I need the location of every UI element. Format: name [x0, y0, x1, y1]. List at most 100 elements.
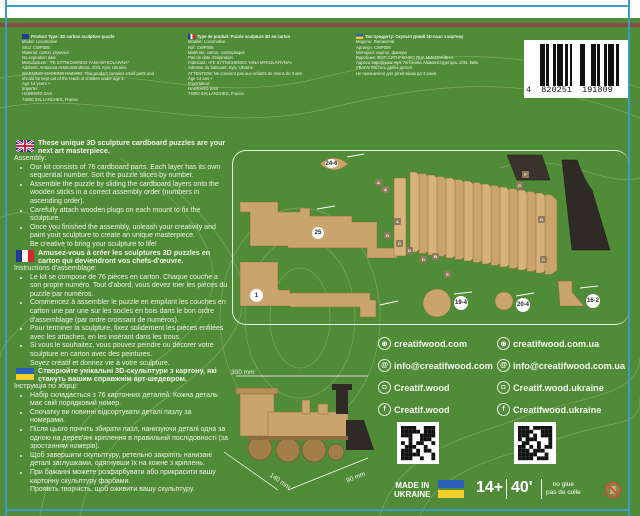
qr-code[interactable] [397, 422, 439, 464]
qr-module [408, 426, 413, 430]
qr-module [518, 456, 522, 461]
qr-module [548, 426, 553, 430]
instructions-en: These unique 3D sculpture cardboard puzz… [14, 139, 228, 250]
qr-module [408, 445, 413, 449]
instructions-ua: Створюйте унікальні 3D-скульптури з карт… [14, 367, 228, 495]
qr-module [427, 426, 432, 430]
instructions-fr: Amusez-vous à créer les sculptures 3D pu… [14, 249, 228, 368]
qr-module [533, 433, 537, 438]
closing-line: Soyez créatif et donnez vie à votre scul… [30, 359, 170, 367]
letter-label: E [444, 271, 451, 278]
qr-module [521, 429, 526, 434]
assembled-locomotive-image [223, 375, 374, 491]
die-cut-line [628, 0, 630, 516]
qr-module [408, 441, 413, 445]
qr-module [537, 441, 541, 445]
info-line: Address: Antonova Avtokonstruktora, 2/34… [22, 65, 127, 71]
qr-module [404, 456, 409, 461]
email-link[interactable]: @info@creatifwood.com [378, 359, 493, 372]
qr-code-pattern [518, 426, 553, 461]
qr-module [420, 441, 424, 445]
instruction-item: Once you finished the assembly, unleash … [30, 224, 228, 241]
barcode-bar [583, 44, 585, 86]
section-subtitle: Інструкція по збірці: [14, 383, 78, 390]
qr-module [431, 426, 436, 430]
qr-module [537, 456, 541, 461]
instruction-item: Si vous le souhaitez, vous pouvez peindr… [30, 342, 228, 359]
part-16-2 [557, 280, 585, 307]
barcode-bar [591, 44, 593, 86]
qr-module [404, 429, 409, 434]
contact-text: info@creatifwood.com [394, 360, 493, 371]
qr-module [401, 426, 405, 430]
die-cut-line [5, 509, 630, 511]
qr-module [416, 429, 420, 434]
qr-module [529, 437, 534, 442]
qr-module [521, 441, 526, 445]
section-title: These unique 3D sculpture cardboard puzz… [38, 138, 226, 155]
barcode-bar [609, 44, 612, 86]
divider [506, 479, 507, 499]
instruction-item: Щоб завершити скульптуру, ретельно закрі… [30, 452, 228, 469]
made-in-text: UKRAINE [394, 490, 431, 499]
info-line: Тип продукту: Скульптурний 3D-пазл з кар… [365, 34, 464, 39]
qr-code-pattern [401, 426, 436, 461]
qr-module [529, 429, 534, 434]
instruction-item: При бажанні можете розфарбувати або прик… [30, 469, 228, 486]
info-line: 74000 SALLANCHES, France [22, 96, 78, 102]
website-link[interactable]: ⊕creatifwood.com [378, 337, 467, 350]
part-label: 1 [250, 289, 263, 302]
barcode-bar [544, 44, 545, 86]
info-line: Type de produit: Puzzle sculpture 3D en … [197, 34, 291, 39]
qr-module [423, 426, 428, 430]
info-line: HABRARD SAS [22, 91, 53, 97]
barcode-bar [593, 44, 595, 86]
barcode-bar [597, 44, 600, 86]
part-19-4 [422, 288, 452, 318]
ukraine-flag-icon [16, 368, 34, 380]
website-link-ua[interactable]: ⊕creatifwood.com.ua [497, 337, 599, 350]
part-label: 25 [312, 227, 324, 239]
barcode-bar [546, 44, 549, 86]
qr-module [412, 429, 417, 434]
barcode: 4 820251 191809 [524, 40, 628, 98]
letter-label: G [516, 182, 523, 189]
no-glue-text: pas de colle [546, 488, 581, 496]
email-link-ua[interactable]: @info@creatifwood.com.ua [497, 359, 625, 372]
qr-module [427, 433, 432, 438]
info-line: 74000 SALLANCHES, France [188, 91, 244, 97]
contact-text: info@creatifwood.com.ua [513, 360, 626, 371]
info-line: Артикул: CWP006 [356, 44, 391, 50]
qr-module [525, 437, 530, 442]
qr-module [408, 433, 413, 438]
qr-module [521, 426, 526, 430]
part-label: 24-6 [325, 159, 338, 168]
barcode-bar [565, 44, 568, 86]
barcode-bar [612, 44, 614, 86]
instagram-link-ua[interactable]: ◘Creatif.wood.ukraine [497, 381, 604, 394]
qr-module [431, 433, 436, 438]
barcode-bars [540, 44, 619, 86]
contact-text: Creatif.wood [394, 382, 450, 393]
info-line: Âge 14 ans + [188, 75, 213, 81]
instruction-item: Assemble the puzzle by sliding the cardb… [30, 181, 228, 207]
qr-code-ua[interactable] [514, 422, 556, 464]
info-line: ATTENTION! Ne convient pas aux enfants d… [188, 70, 302, 76]
letter-label: D [396, 240, 403, 247]
no-glue-icon [604, 481, 622, 499]
instruction-item: Після цього почніть збирати пазл, нанизу… [30, 426, 228, 452]
part-label: 19-4 [454, 296, 468, 310]
qr-module [548, 445, 553, 449]
contact-text: Creatifwood.ukraine [513, 404, 602, 415]
qr-module [540, 433, 545, 438]
qr-module [408, 448, 413, 453]
qr-module [416, 441, 420, 445]
qr-module [408, 456, 413, 461]
qr-module [404, 426, 409, 430]
letter-label: A [375, 179, 382, 186]
qr-module [431, 456, 436, 461]
france-flag-icon [188, 34, 195, 40]
instagram-link[interactable]: ◘Creatif.wood [378, 381, 450, 394]
